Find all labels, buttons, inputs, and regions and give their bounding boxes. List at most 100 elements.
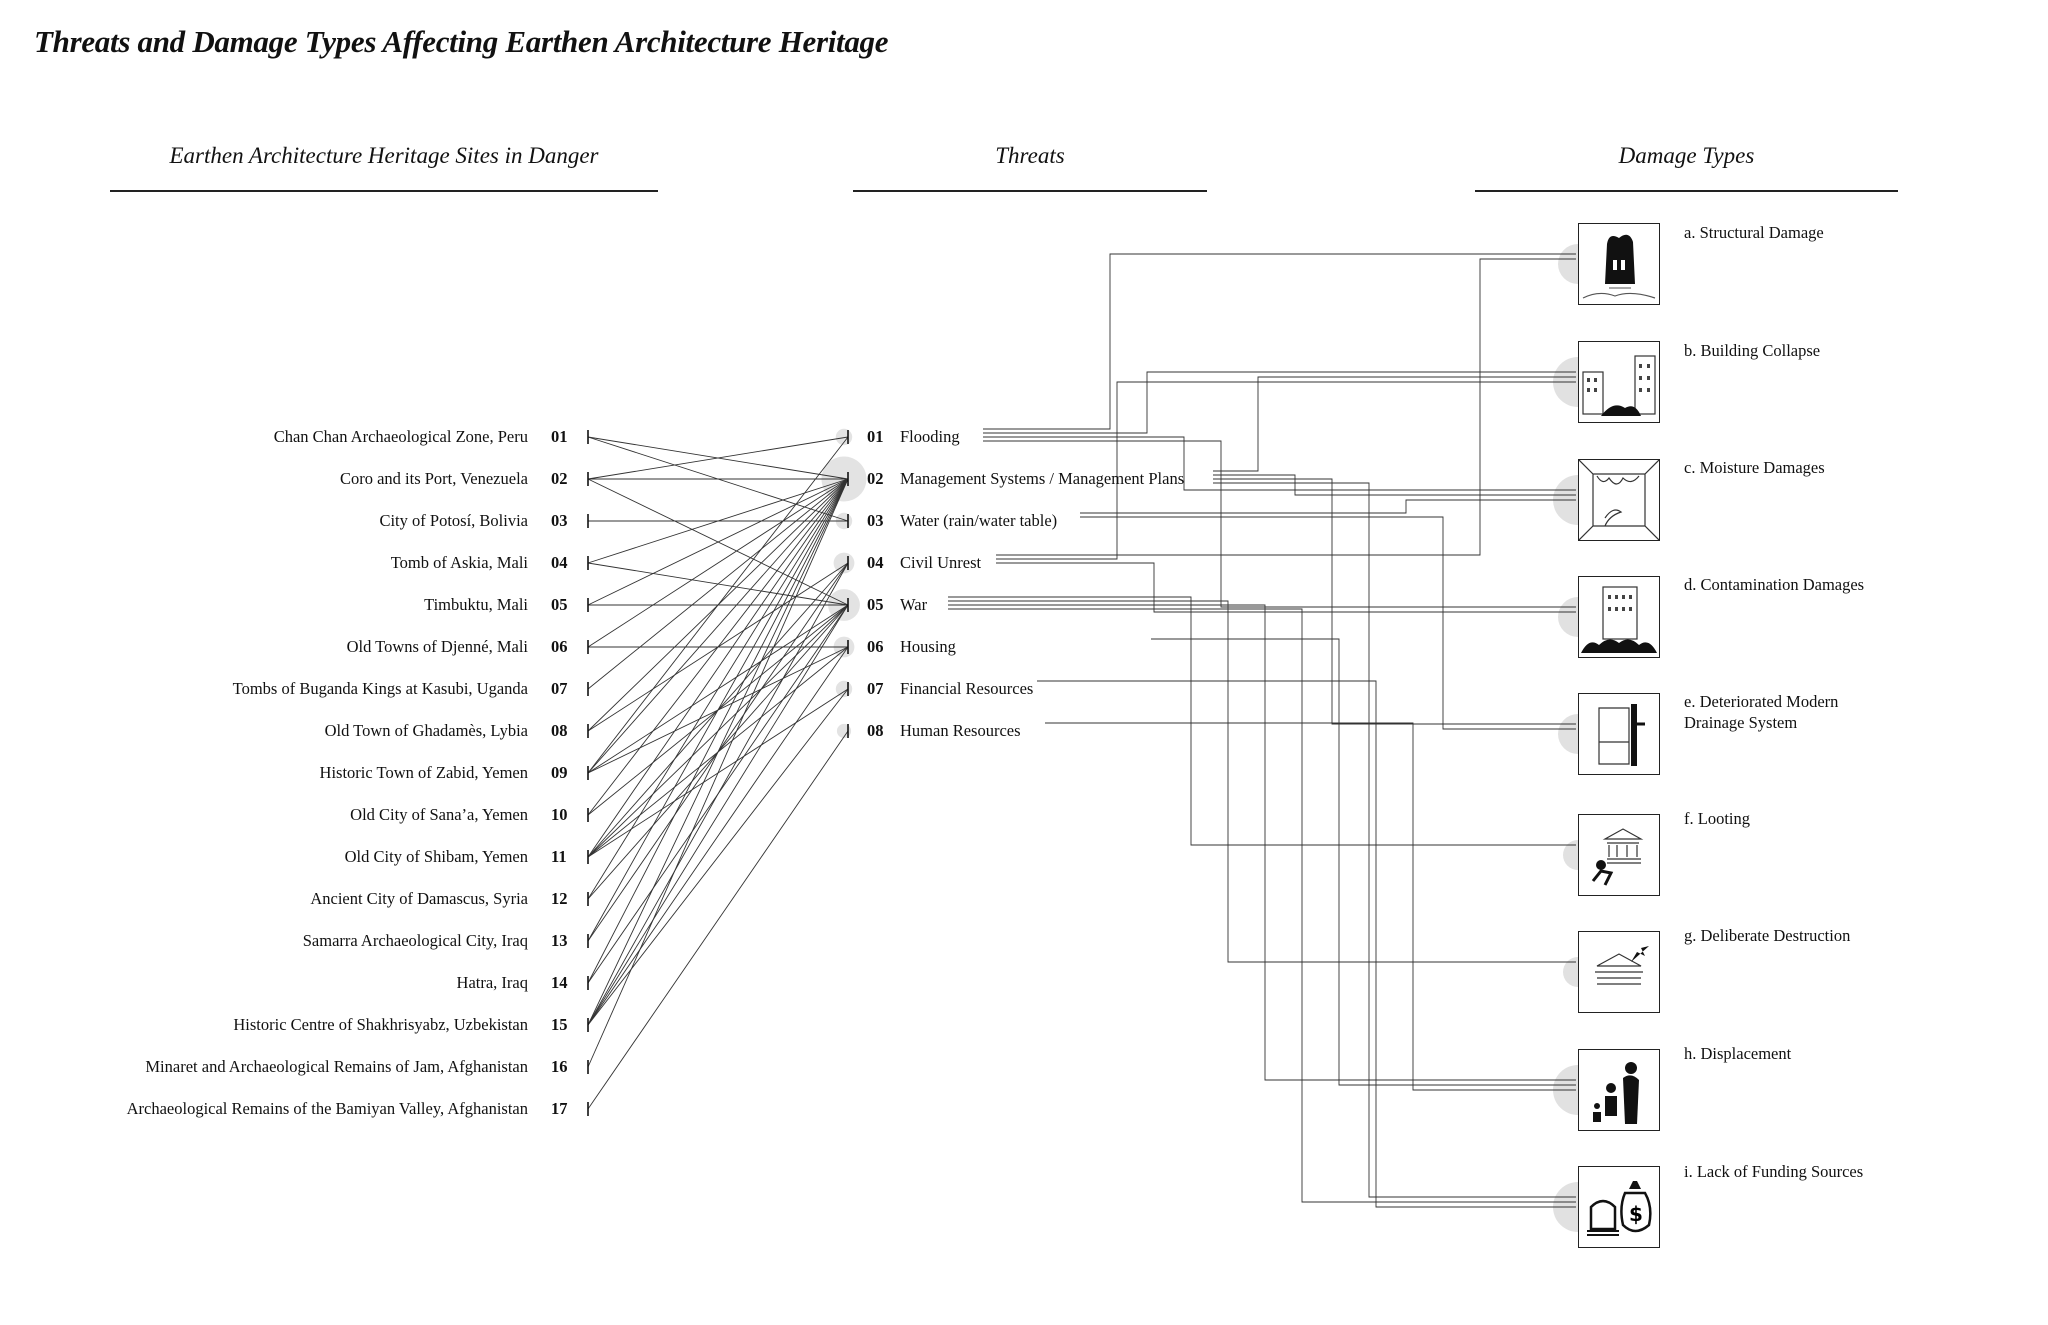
threats-column-heading: Threats <box>995 143 1065 168</box>
site-name: Old City of Shibam, Yemen <box>344 847 528 866</box>
site-number: 17 <box>551 1099 568 1118</box>
site-number: 09 <box>551 763 568 782</box>
threat-number: 02 <box>867 469 884 488</box>
threat-damage-link <box>948 600 1576 963</box>
damage-label: f. Looting <box>1684 809 1750 828</box>
site-threat-link <box>587 646 849 1026</box>
threat-number: 01 <box>867 427 884 446</box>
site-number: 01 <box>551 427 568 446</box>
contamination-icon <box>1578 576 1660 658</box>
threat-name: War <box>900 595 928 614</box>
site-number: 15 <box>551 1015 568 1034</box>
site-name: Tombs of Buganda Kings at Kasubi, Uganda <box>232 679 528 698</box>
site-threat-link <box>587 730 849 1110</box>
site-name: City of Potosí, Bolivia <box>379 511 528 530</box>
site-threat-link <box>587 436 849 774</box>
site-threat-link <box>587 478 849 858</box>
damage-label: d. Contamination Damages <box>1684 575 1865 594</box>
threat-damage-link <box>1080 499 1576 514</box>
threat-damage-link <box>996 381 1576 560</box>
page-title: Threats and Damage Types Affecting Earth… <box>34 24 889 59</box>
site-name: Minaret and Archaeological Remains of Ja… <box>145 1057 528 1076</box>
site-number: 16 <box>551 1057 568 1076</box>
damage-label: e. Deteriorated Modern Drainage System <box>1684 692 1839 732</box>
structural-damage-icon <box>1578 223 1660 305</box>
threat-number: 04 <box>867 553 884 572</box>
threat-damage-link <box>1080 516 1576 730</box>
site-name: Tomb of Askia, Mali <box>390 553 528 572</box>
threat-name: Housing <box>900 637 956 656</box>
threat-damage-link <box>1213 376 1576 472</box>
threat-damage-link <box>1037 680 1576 1208</box>
threat-name: Financial Resources <box>900 679 1034 698</box>
sites-heading-rule <box>110 190 658 192</box>
damage-heading-rule <box>1475 190 1898 192</box>
threat-damage-link <box>983 440 1576 608</box>
site-name: Historic Town of Zabid, Yemen <box>319 763 528 782</box>
threat-damage-link <box>983 436 1576 491</box>
threat-name: Water (rain/water table) <box>900 511 1058 530</box>
site-name: Old Town of Ghadamès, Lybia <box>324 721 528 740</box>
damage-label: i. Lack of Funding Sources <box>1684 1162 1864 1181</box>
site-name: Archaeological Remains of the Bamiyan Va… <box>126 1099 528 1118</box>
threat-name: Flooding <box>900 427 960 446</box>
threat-damage-link <box>1045 722 1576 1091</box>
site-number: 11 <box>551 847 567 866</box>
threat-halo <box>836 723 852 739</box>
threat-damage-link <box>1213 478 1576 725</box>
damage-label: c. Moisture Damages <box>1684 458 1825 477</box>
threat-damage-link <box>1213 474 1576 496</box>
site-threat-link <box>587 562 849 1026</box>
threat-name: Human Resources <box>900 721 1021 740</box>
site-name: Timbuktu, Mali <box>424 595 528 614</box>
site-threat-link <box>587 478 849 900</box>
threat-damage-link <box>996 562 1576 613</box>
sites-column-heading: Earthen Architecture Heritage Sites in D… <box>169 143 599 168</box>
threat-damage-link <box>948 596 1576 846</box>
site-name: Hatra, Iraq <box>456 973 528 992</box>
site-threat-link <box>587 478 849 606</box>
damage-column-heading: Damage Types <box>1618 143 1755 168</box>
site-threat-link <box>587 436 849 480</box>
threat-damage-link <box>996 258 1576 556</box>
site-threat-link <box>587 604 849 1026</box>
site-number: 07 <box>551 679 568 698</box>
threat-damage-link <box>1151 638 1576 1086</box>
threat-number: 05 <box>867 595 884 614</box>
site-number: 03 <box>551 511 568 530</box>
funding-icon: $ <box>1578 1166 1660 1248</box>
threat-name: Civil Unrest <box>900 553 982 572</box>
threat-damage-link <box>983 371 1576 434</box>
damage-label: h. Displacement <box>1684 1044 1792 1063</box>
site-threat-link <box>587 478 849 774</box>
threat-halo <box>833 552 855 574</box>
site-name: Ancient City of Damascus, Syria <box>310 889 528 908</box>
site-number: 10 <box>551 805 568 824</box>
site-threat-link <box>587 478 849 984</box>
site-number: 04 <box>551 553 568 572</box>
site-number: 06 <box>551 637 568 656</box>
site-threat-link <box>587 688 849 1026</box>
site-name: Old City of Sana’a, Yemen <box>350 805 528 824</box>
damage-label: a. Structural Damage <box>1684 223 1824 242</box>
destruction-icon <box>1578 931 1660 1013</box>
looting-icon <box>1578 814 1660 896</box>
site-threat-link <box>587 478 849 1026</box>
site-threat-link <box>587 478 849 648</box>
displacement-icon <box>1578 1049 1660 1131</box>
tick-layer <box>587 430 849 1116</box>
damage-label: b. Building Collapse <box>1684 341 1821 360</box>
site-threat-link <box>587 478 849 816</box>
site-number: 08 <box>551 721 568 740</box>
site-number: 02 <box>551 469 568 488</box>
site-threat-link <box>587 478 849 942</box>
threat-name: Management Systems / Management Plans <box>900 469 1185 488</box>
threat-damage-link <box>983 253 1576 430</box>
threat-number: 07 <box>867 679 884 698</box>
site-name: Old Towns of Djenné, Mali <box>346 637 528 656</box>
damage-label: g. Deliberate Destruction <box>1684 926 1851 945</box>
site-number: 12 <box>551 889 568 908</box>
moisture-damage-icon <box>1578 459 1660 541</box>
site-threat-link <box>587 478 849 690</box>
